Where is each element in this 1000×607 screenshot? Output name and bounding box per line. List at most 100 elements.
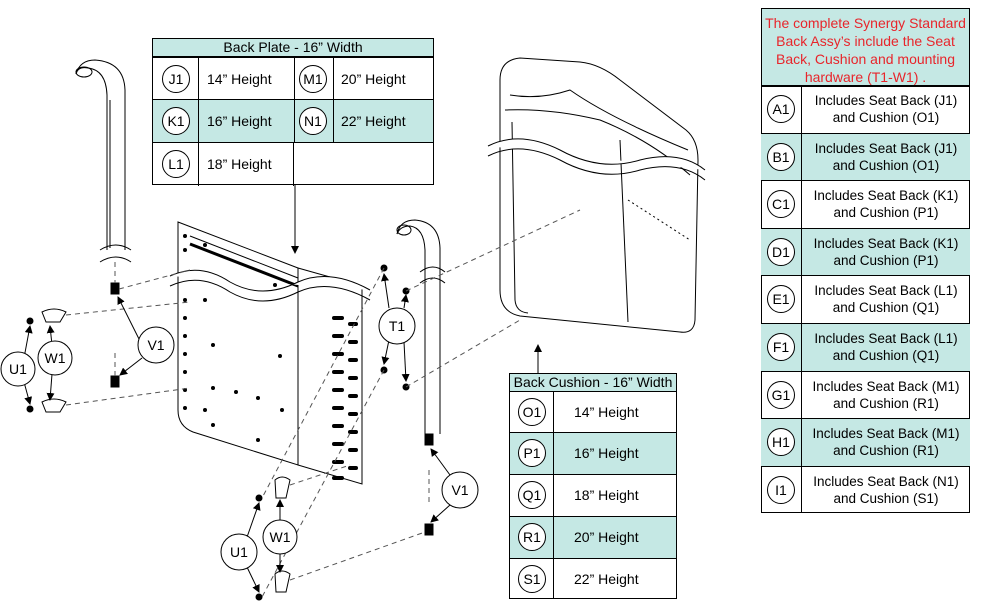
row-divider: [801, 181, 802, 228]
assembly-description: Includes Seat Back (L1) and Cushion (Q1): [802, 330, 970, 364]
description-line-1: Includes Seat Back (K1): [813, 188, 959, 204]
height-label: 22” Height: [574, 571, 639, 587]
description-line-2: and Cushion (Q1): [832, 300, 940, 316]
code-circle: O1: [518, 398, 546, 426]
code-circle: B1: [767, 142, 795, 171]
description-line-1: Includes Seat Back (L1): [814, 283, 958, 299]
height-label: 16” Height: [207, 113, 272, 129]
description-line-1: Includes Seat Back (L1): [814, 331, 958, 346]
height-label: 20” Height: [574, 529, 639, 545]
height-label: 16” Height: [574, 445, 639, 461]
back-plate: [169, 221, 371, 485]
assembly-row: A1 Includes Seat Back (J1) and Cushion (O1…: [761, 85, 970, 133]
code-circle: D1: [767, 237, 795, 266]
hardware: [26, 264, 434, 601]
assembly-row: B1 Includes Seat Back (J1)and Cushion (O1…: [761, 132, 970, 181]
back-cushion-title: Back Cushion - 16” Width: [510, 374, 676, 392]
row-divider: [801, 133, 802, 181]
description-line-1: Includes Seat Back (M1): [812, 378, 960, 394]
description-line-1: Includes Seat Back (J1): [814, 140, 958, 156]
code-circle: F1: [767, 333, 795, 361]
assembly-row: I1 Includes Seat Back (N1)and Cushion (S1…: [761, 465, 970, 514]
row-divider: [801, 276, 802, 323]
back-cane-left: [75, 59, 132, 263]
back-cushion-table: Back Cushion - 16” Width O1 14” Height P…: [509, 373, 677, 599]
code-circle: R1: [518, 523, 546, 551]
description-line-2: and Cushion (S1): [833, 490, 939, 506]
callout-w1-left: W1: [45, 350, 66, 366]
description-line-1: Includes Seat Back (M1): [812, 426, 960, 442]
code-circle: A1: [767, 95, 795, 123]
description-line-2: and Cushion (P1): [833, 205, 939, 221]
table-row: Q1 18” Height: [510, 475, 676, 517]
callout-circles: [0, 307, 479, 571]
callout-v1-right: V1: [451, 482, 468, 498]
code-circle: S1: [518, 565, 546, 593]
assembly-description: Includes Seat Back (L1)and Cushion (Q1): [802, 282, 970, 316]
table-row: P1 16” Height: [510, 433, 676, 475]
callout-t1: T1: [389, 318, 406, 334]
description-line-2: and Cushion (Q1): [832, 348, 940, 363]
assembly-description: Includes Seat Back (M1)and Cushion (R1): [802, 425, 970, 459]
row-divider: [801, 86, 802, 133]
table-row: R1 20” Height: [510, 517, 676, 559]
table-row: [153, 57, 433, 58]
assembly-row: F1 Includes Seat Back (L1) and Cushion (Q1…: [761, 323, 970, 371]
description-line-2: and Cushion (R1): [833, 443, 939, 459]
code-circle: L1: [162, 150, 190, 178]
row-divider: [801, 324, 802, 371]
row-divider: [801, 419, 802, 466]
leader-lines: [23, 185, 542, 593]
code-circle: M1: [299, 65, 327, 93]
description-line-1: Includes Seat Back (J1): [814, 93, 958, 108]
table-row: O1 14” Height: [510, 392, 676, 433]
alignment-lines: [65, 209, 581, 598]
height-label: 18” Height: [207, 156, 272, 172]
row-divider: [801, 228, 802, 276]
description-line-2: and Cushion (P1): [833, 252, 939, 268]
callout-v1-left: V1: [147, 337, 164, 353]
code-circle: H1: [767, 428, 795, 457]
assembly-description: Includes Seat Back (K1)and Cushion (P1): [802, 187, 970, 221]
callout-u1-bottom: U1: [230, 544, 248, 560]
table-row: S1 22” Height: [510, 559, 676, 599]
row-divider: [801, 371, 802, 419]
callout-w1-bottom: W1: [270, 529, 291, 545]
table-row: K1 16” Height N1 22” Height: [153, 100, 433, 143]
back-plate-title: Back Plate - 16” Width: [153, 39, 433, 57]
code-circle: P1: [518, 439, 546, 467]
description-line-1: Includes Seat Back (K1): [813, 235, 959, 251]
height-label: 20” Height: [341, 71, 406, 87]
table-row: L1 18” Height: [153, 143, 294, 186]
code-circle: E1: [767, 285, 795, 314]
description-line-2: and Cushion (O1): [832, 110, 940, 125]
code-circle: C1: [767, 190, 795, 219]
back-cushion: [487, 57, 706, 333]
callout-u1-left: U1: [9, 361, 27, 377]
back-plate-table: Back Plate - 16” Width J1 14” Height M1 …: [152, 38, 434, 186]
description-line-1: Includes Seat Back (N1): [813, 473, 959, 489]
description-line-2: and Cushion (O1): [832, 157, 940, 173]
assembly-description: Includes Seat Back (M1)and Cushion (R1): [802, 378, 970, 412]
assembly-description: Includes Seat Back (J1) and Cushion (O1): [802, 92, 970, 126]
row-divider: [801, 466, 802, 514]
assembly-description: Includes Seat Back (K1)and Cushion (P1): [802, 235, 970, 269]
code-circle: G1: [767, 380, 795, 409]
code-circle: N1: [299, 107, 327, 135]
height-label: 22” Height: [341, 113, 406, 129]
code-circle: Q1: [518, 481, 546, 509]
table-row: J1 14” Height M1 20” Height: [153, 58, 433, 100]
code-circle: K1: [162, 107, 190, 135]
height-label: 14” Height: [207, 71, 272, 87]
code-circle: J1: [162, 65, 190, 93]
height-label: 14” Height: [574, 404, 639, 420]
assembly-note: The complete Synergy Standard Back Assy’…: [762, 9, 969, 87]
code-circle: I1: [767, 475, 795, 504]
description-line-2: and Cushion (R1): [833, 395, 939, 411]
